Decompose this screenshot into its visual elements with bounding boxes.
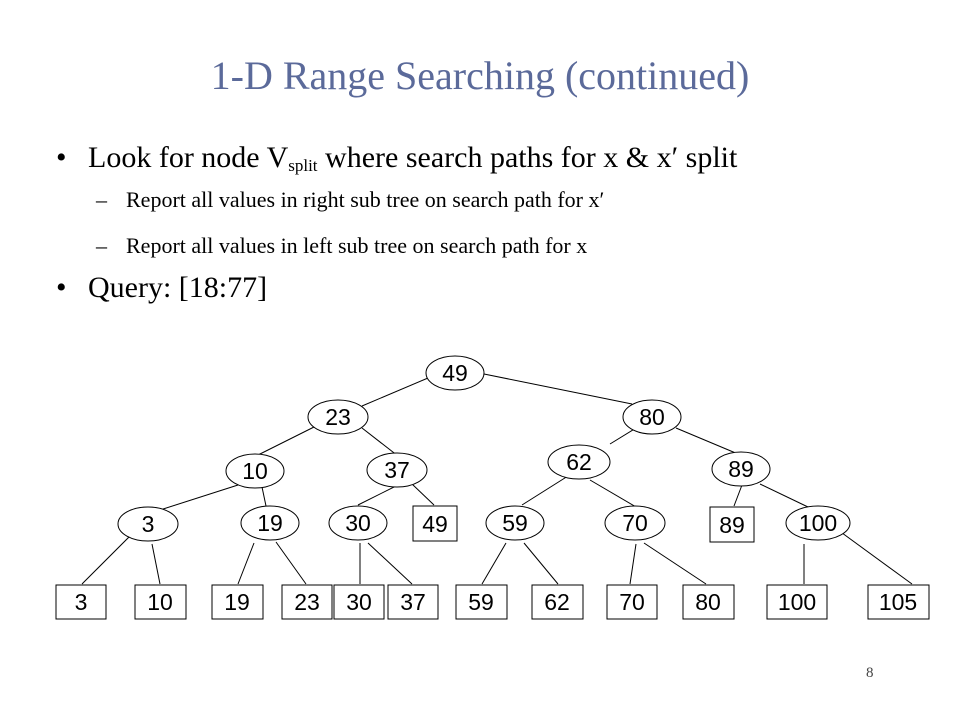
tree-leaf: 3 xyxy=(55,584,107,620)
edge-n37-l49 xyxy=(411,483,435,506)
inner-leaf-boxes: 49 89 xyxy=(412,505,755,543)
edge-n89-l89 xyxy=(733,484,743,507)
tree-node-label: 62 xyxy=(566,449,592,475)
sub-bullet-right-subtree-text: Report all values in right sub tree on s… xyxy=(126,187,605,212)
tree-leaf: 80 xyxy=(682,584,735,620)
edge-n49-n80 xyxy=(483,373,633,405)
tree-node-label: 10 xyxy=(242,458,268,484)
tree-leaf-label: 80 xyxy=(695,589,721,615)
sub-bullet-left-subtree-text: Report all values in left sub tree on se… xyxy=(126,233,588,258)
tree-leaf: 37 xyxy=(387,584,439,620)
tree-node: 23 xyxy=(307,399,369,435)
tree-leaf-label: 10 xyxy=(147,589,173,615)
tree-node-label: 19 xyxy=(257,510,283,536)
tree-node-label: 30 xyxy=(345,510,371,536)
bullet-dot-icon: • xyxy=(56,141,67,174)
tree-node: 49 xyxy=(425,355,485,391)
edge-n80-n89 xyxy=(675,427,739,455)
tree-node: 3 xyxy=(117,506,179,542)
edge-n62-n70 xyxy=(589,479,637,508)
tree-leaf-label: 89 xyxy=(719,512,745,538)
tree-leaf: 70 xyxy=(606,584,658,620)
tree-leaf-label: 105 xyxy=(879,589,917,615)
edge-n89-n100 xyxy=(759,483,809,508)
edge-n80-n62 xyxy=(609,427,637,445)
tree-edges xyxy=(81,373,913,585)
tree-node-label: 59 xyxy=(502,510,528,536)
edge-n19-la23 xyxy=(275,541,307,585)
bullet-query-text: Query: [18:77] xyxy=(88,271,268,304)
tree-leaf-label: 70 xyxy=(619,589,645,615)
edge-n37-n30 xyxy=(357,484,399,506)
tree-leaf: 19 xyxy=(211,584,264,620)
bullet-dot-icon: • xyxy=(56,271,67,304)
bullet-vsplit-text: Look for node Vsplit where search paths … xyxy=(88,141,738,175)
edge-n23-n37 xyxy=(361,427,399,457)
tree-leaf: 23 xyxy=(281,584,333,620)
edge-n70-la80 xyxy=(643,542,707,585)
tree-leaf: 89 xyxy=(709,506,755,543)
tree-leaf-label: 3 xyxy=(75,589,88,615)
slide-title: 1-D Range Searching (continued) xyxy=(210,53,750,98)
tree-leaf-label: 49 xyxy=(422,511,448,537)
edge-n19-la19 xyxy=(237,542,255,585)
tree-node: 30 xyxy=(328,505,388,541)
edge-n3-la3 xyxy=(81,535,131,585)
edge-n30-la37 xyxy=(367,542,413,585)
tree-leaf-label: 19 xyxy=(224,589,250,615)
tree-leaf-label: 30 xyxy=(346,589,372,615)
edge-n10-n19 xyxy=(261,486,267,507)
tree-leaf-label: 37 xyxy=(400,589,426,615)
edge-n62-n59 xyxy=(521,475,569,506)
dash-icon: – xyxy=(96,233,107,258)
dash-icon: – xyxy=(96,187,107,212)
tree-node-label: 100 xyxy=(799,510,837,536)
tree-node-label: 37 xyxy=(384,457,410,483)
tree-node: 62 xyxy=(547,444,611,480)
tree-node-label: 89 xyxy=(728,456,754,482)
tree-node: 10 xyxy=(225,453,285,489)
tree-node-label: 49 xyxy=(442,360,468,386)
tree-node-label: 70 xyxy=(622,510,648,536)
tree-leaf: 30 xyxy=(333,584,385,620)
internal-nodes: 49 23 80 10 37 62 89 3 xyxy=(117,355,851,542)
tree-node: 37 xyxy=(366,452,428,488)
tree-node-label: 3 xyxy=(142,511,155,537)
tree-leaf: 100 xyxy=(766,584,828,620)
tree-leaf-label: 100 xyxy=(778,589,816,615)
tree-leaf-label: 62 xyxy=(544,589,570,615)
tree-leaf: 49 xyxy=(412,505,458,542)
tree-node-label: 80 xyxy=(639,404,665,430)
bottom-leaf-row: 3 10 19 23 30 37 59 62 xyxy=(55,584,930,620)
tree-node: 19 xyxy=(240,505,300,541)
edge-n59-la59 xyxy=(481,542,507,585)
edge-n59-la62 xyxy=(523,542,559,585)
tree-node: 89 xyxy=(711,451,771,487)
edge-n70-la70 xyxy=(629,543,637,585)
tree-node-label: 23 xyxy=(325,404,351,430)
edge-n3-la10 xyxy=(151,543,161,585)
tree-node: 80 xyxy=(622,399,682,435)
tree-leaf: 59 xyxy=(455,584,508,620)
edge-n49-n23 xyxy=(361,377,429,407)
tree-leaf: 62 xyxy=(531,584,584,620)
edge-n100-la105 xyxy=(837,529,913,585)
edge-n10-n3 xyxy=(159,484,239,511)
tree-leaf-label: 59 xyxy=(468,589,494,615)
tree-leaf: 10 xyxy=(134,584,187,620)
tree-node: 100 xyxy=(785,505,851,541)
edge-n23-n10 xyxy=(255,426,315,457)
tree-node: 70 xyxy=(604,505,666,541)
tree-leaf: 105 xyxy=(867,584,930,620)
tree-leaf-label: 23 xyxy=(294,589,320,615)
tree-node: 59 xyxy=(485,505,545,541)
slide-number: 8 xyxy=(866,665,874,681)
